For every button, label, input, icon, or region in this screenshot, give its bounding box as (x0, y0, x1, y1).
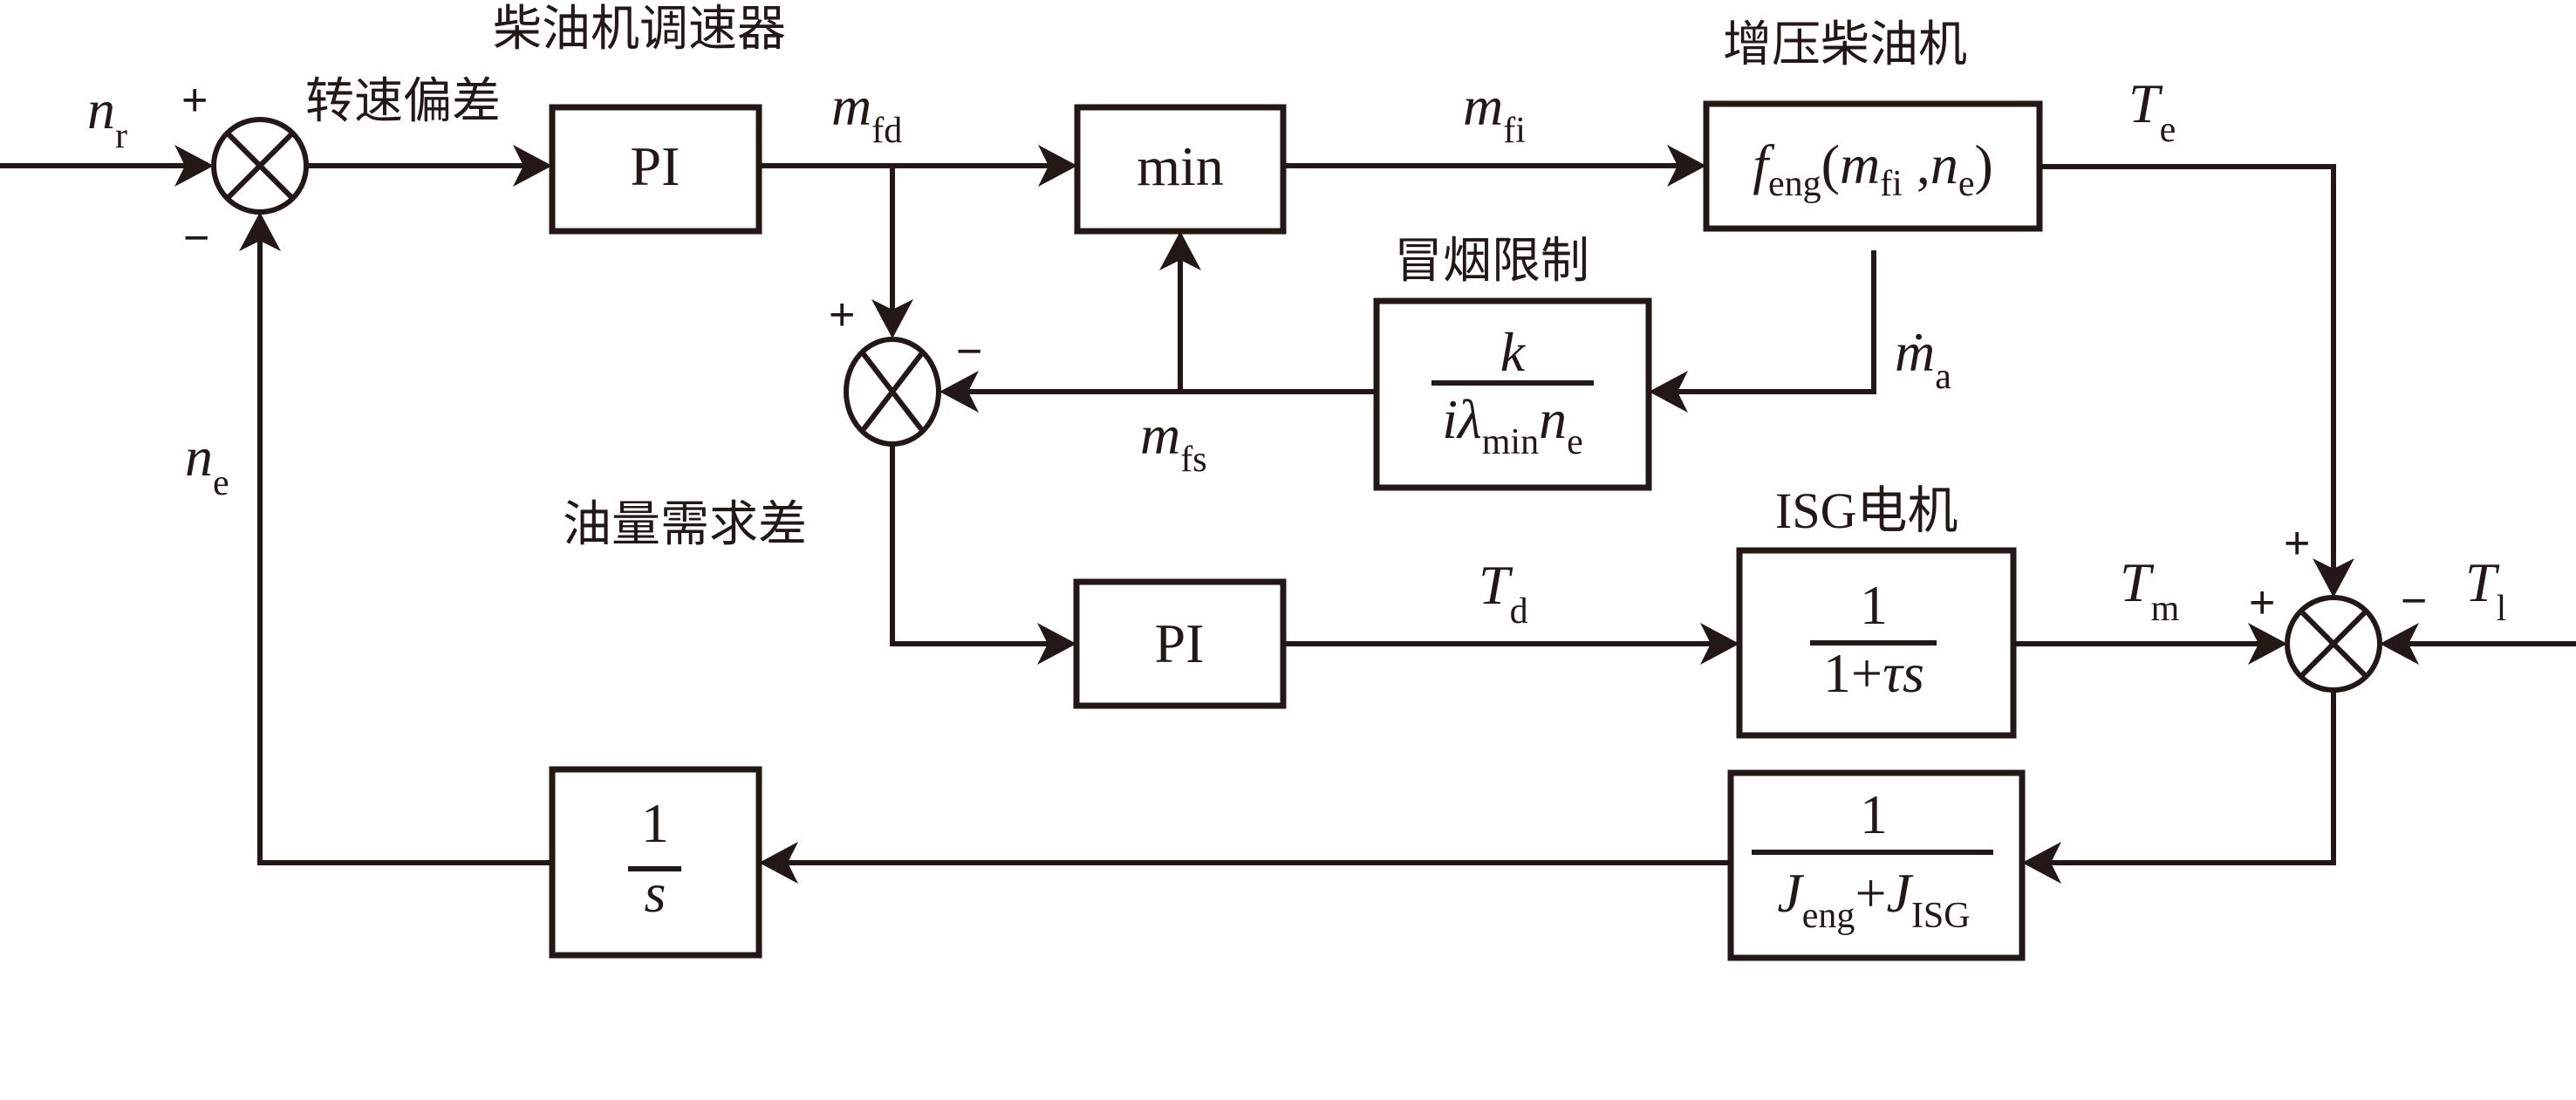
sign-j3-left-plus: + (2249, 577, 2275, 628)
sign-j2-plus: + (829, 290, 855, 340)
signal-tm: Tm (2120, 551, 2180, 629)
wire-net-torque (2028, 690, 2336, 865)
signal-td: Td (1479, 554, 1528, 632)
speed-error-label: 转速偏差 (305, 73, 501, 130)
wire-ma (1655, 250, 1876, 394)
arrow-head (2248, 623, 2287, 665)
arrow-head (2313, 558, 2354, 598)
isg-denominator: 1+τs (1823, 642, 1924, 704)
arrow-head (871, 299, 913, 338)
pi-isg-block: PI (1073, 578, 1287, 709)
isg-title: ISG电机 (1775, 482, 1958, 539)
arrow-head (174, 145, 214, 187)
pi-isg-label: PI (1155, 612, 1205, 674)
pi-governor-block: PI (549, 104, 762, 235)
sign-j2-minus: − (956, 326, 982, 377)
integrator-block: 1 s (549, 766, 762, 959)
min-block: min (1074, 104, 1287, 235)
wire-fuel-diff (890, 446, 1070, 646)
arrow-head (940, 371, 979, 413)
arrow-head (1037, 623, 1076, 665)
pi-governor-label: PI (631, 135, 680, 197)
fuel-demand-diff-label: 油量需求差 (563, 496, 807, 553)
arrow-head (1667, 145, 1706, 187)
arrow-head (2380, 623, 2419, 665)
engine-block: feng(mfi ,ne) (1703, 100, 2043, 232)
wires (0, 145, 2576, 884)
sign-j1-minus: − (183, 213, 209, 263)
sign-j3-top-plus: + (2284, 518, 2310, 569)
sign-j3-minus: − (2401, 576, 2427, 626)
arrow-head (1700, 623, 1739, 665)
summing-junction-torque (2285, 595, 2382, 693)
signal-ma: ṁa (1895, 321, 1951, 397)
min-label: min (1137, 135, 1224, 197)
sign-j1-plus: + (181, 75, 208, 126)
smoke-limit-block: k iλminne (1373, 297, 1652, 491)
arrow-head (1038, 145, 1077, 187)
wire-ne-feedback (257, 218, 552, 865)
arrow-head (759, 842, 798, 884)
smoke-numerator: k (1500, 321, 1527, 383)
summing-junction-speed (211, 117, 309, 215)
engine-title: 增压柴油机 (1723, 17, 1967, 73)
arrow-head (2022, 842, 2061, 884)
signal-te: Te (2128, 72, 2176, 150)
arrow-head (1159, 231, 1201, 270)
signal-mfd: mfd (831, 75, 902, 151)
summing-junction-fuel (844, 337, 941, 447)
signal-tl: Tl (2465, 551, 2506, 629)
inertia-denominator: Jeng+JISG (1777, 862, 1970, 936)
arrow-head (513, 145, 552, 187)
wire-te (2040, 164, 2336, 591)
signal-nr: nr (87, 79, 127, 156)
engine-function: feng(mfi ,ne) (1753, 133, 1993, 204)
arrow-head (1649, 371, 1688, 413)
signal-mfi: mfi (1463, 75, 1526, 151)
inertia-block: 1 Jeng+JISG (1727, 769, 2026, 961)
governor-title: 柴油机调速器 (493, 1, 786, 58)
integrator-denominator: s (645, 862, 666, 924)
smoke-limit-title: 冒烟限制 (1394, 233, 1589, 290)
integrator-numerator: 1 (641, 792, 669, 854)
arrow-head (239, 212, 281, 251)
inertia-numerator: 1 (1860, 783, 1888, 845)
signal-mfs: mfs (1140, 404, 1207, 480)
signal-ne: ne (185, 426, 229, 503)
isg-motor-block: 1 1+τs (1736, 547, 2017, 739)
smoke-denominator: iλminne (1442, 388, 1583, 462)
isg-numerator: 1 (1860, 574, 1888, 636)
